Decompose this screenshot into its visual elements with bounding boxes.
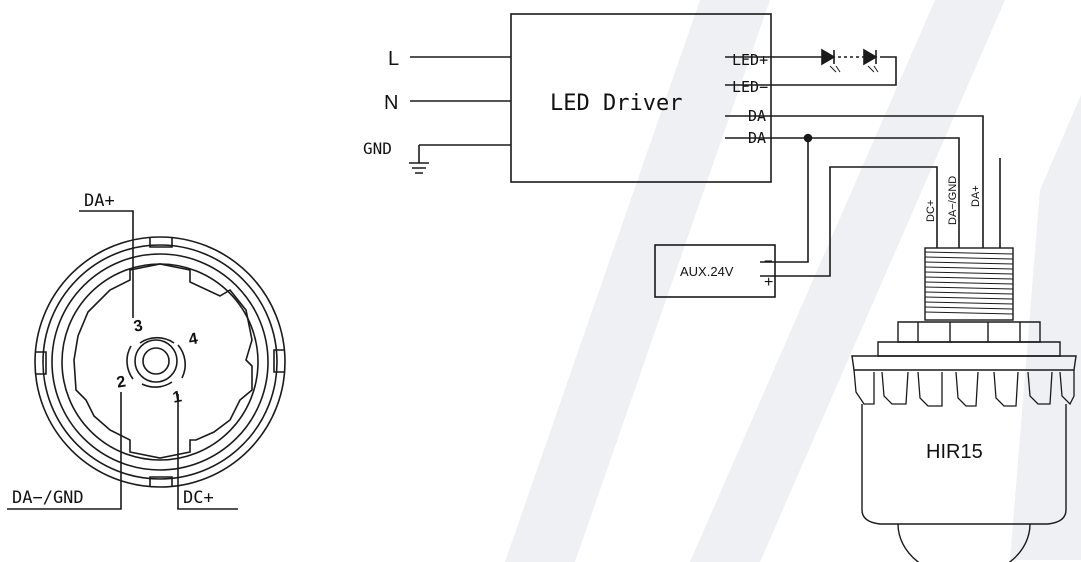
connector-notch-right (273, 349, 284, 373)
wire-led-plus (771, 56, 897, 86)
connector-inner-ring (61, 263, 259, 461)
connector-outer-ring-inner (42, 244, 278, 480)
connector-notch-top (149, 237, 173, 248)
connector-pin-numbers: 3 4 2 1 (115, 317, 199, 406)
wire-da-2 (771, 137, 960, 248)
wire-gnd (418, 144, 511, 163)
connector-face (34, 236, 286, 488)
aux-label: AUX.24V (680, 264, 734, 279)
sensor-nut-facets (917, 322, 1021, 342)
terminal-led-minus: LED− (732, 78, 768, 96)
aux-supply: AUX.24V − + (654, 244, 776, 298)
led-driver-title: LED Driver (550, 91, 682, 116)
leader-dc-plus (177, 394, 238, 510)
connector-leader-lines (7, 210, 238, 510)
led-diode-1 (821, 48, 841, 73)
connector-center-inner (142, 347, 170, 375)
mains-l-label: L (388, 48, 399, 70)
contact-arc-4 (177, 344, 186, 379)
leader-da-plus (79, 210, 134, 318)
hir15-sensor (851, 247, 1077, 562)
sensor-body (861, 404, 1067, 525)
connector-outer-ring (34, 236, 286, 488)
aux-plus-sign: + (764, 274, 773, 291)
sensor-model-label: HIR15 (926, 441, 983, 463)
contact-arc-1 (141, 381, 173, 388)
sensor-ribs (853, 369, 1075, 407)
label-da-plus: DA+ (84, 191, 115, 211)
da-bus-wiring (725, 115, 1001, 277)
mains-n-label: N (384, 92, 398, 114)
watermark (505, 0, 1081, 562)
terminal-led-plus: LED+ (732, 51, 768, 69)
pin-number-3: 3 (132, 317, 144, 335)
pin-number-1: 1 (171, 388, 183, 406)
wire-da-1 (771, 115, 984, 248)
sensor-nut (897, 321, 1041, 343)
wire-aux-plus (760, 166, 938, 277)
connector-notch-bottom (149, 476, 173, 487)
wire-label-da-minus-gnd: DA−/GND (947, 176, 959, 225)
wire-label-dc-plus: DC+ (925, 200, 937, 222)
pin-number-2: 2 (115, 373, 127, 391)
sensor-dome (897, 523, 1031, 562)
connector-labels: DA+ DA−/GND DC+ (12, 191, 214, 508)
sensor-wire-labels: DC+ DA−/GND DA+ (925, 176, 982, 225)
leader-da-minus (7, 392, 122, 510)
connector-center-outer (134, 339, 178, 383)
led-diode-2 (863, 48, 879, 73)
mains-gnd-label: GND (363, 139, 392, 158)
wire-aux-minus (760, 138, 809, 263)
wire-label-da-plus: DA+ (970, 185, 982, 207)
aux-box (654, 244, 776, 298)
ground-symbol (409, 162, 429, 174)
label-dc-plus: DC+ (183, 488, 214, 508)
led-string (725, 48, 897, 86)
aux-minus-sign: − (764, 253, 773, 270)
label-da-minus-gnd: DA−/GND (12, 488, 84, 508)
pin-number-4: 4 (187, 330, 199, 348)
led-driver-box (510, 13, 772, 183)
connector-key-profile (73, 263, 253, 459)
sensor-thread-lines (924, 251, 1014, 315)
led-driver: LED Driver LED+ LED− DA DA (510, 13, 772, 183)
connector-mid-ring (51, 253, 269, 471)
mains-inputs: L N GND (363, 48, 511, 174)
contact-arc-3 (139, 336, 175, 344)
contact-arc-2 (126, 345, 134, 380)
connector-notch-left (36, 351, 47, 375)
